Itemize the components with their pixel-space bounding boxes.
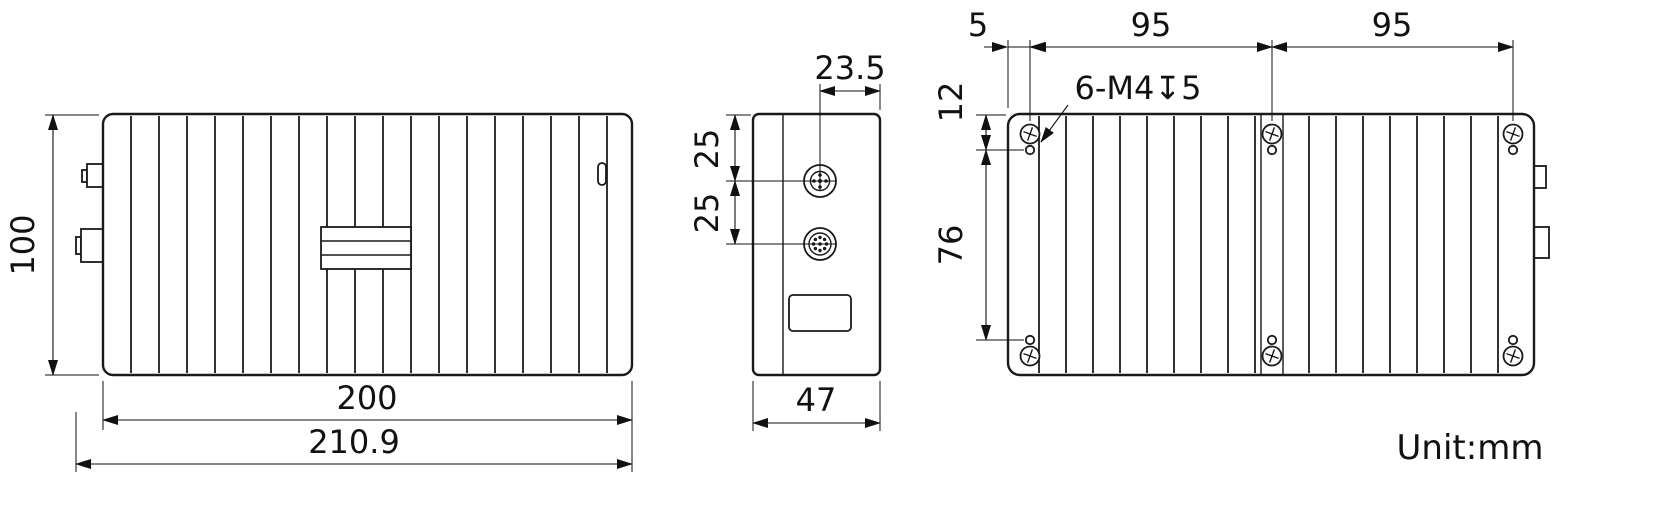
connector-lug-bottom [1533,226,1550,259]
screw-slot [1506,352,1520,360]
dim-back-span-left: 95 [1131,6,1172,44]
mounting-hole [1024,144,1036,156]
screw-slot [1023,130,1037,138]
screw-top-mid [1261,123,1283,145]
mounting-hole [1266,144,1278,156]
mounting-hole [1507,144,1519,156]
screw-slot [1506,130,1520,138]
back-view: 5 95 95 12 76 6-M4↧5 [932,6,1550,377]
mounting-hole [1507,334,1519,346]
screw-bottom-left [1019,345,1041,367]
dim-side-depth: 47 [796,381,837,419]
screw-bottom-right [1502,345,1524,367]
dim-front-height: 100 [4,214,42,275]
screw-slot [1265,130,1279,138]
screw-bottom-mid [1261,345,1283,367]
connector-lug-bottom [80,228,104,263]
screw-slot [1023,352,1037,360]
dim-back-vertical-span: 76 [932,225,970,266]
screw-top-right [1502,123,1524,145]
video-port [788,294,852,332]
dim-side-spacing-bottom: 25 [688,193,726,234]
center-clamp [320,226,412,270]
dim-front-overall-width: 210.9 [308,423,400,461]
leader-line [1040,104,1069,143]
dim-front-width: 200 [336,379,397,417]
side-view: 23.5 25 25 47 [688,49,886,431]
connector-pin [822,246,827,251]
mounting-hole [1266,334,1278,346]
screw-slot [1265,352,1279,360]
dim-back-top-offset: 12 [932,82,970,123]
connector-pin [813,237,818,242]
unit-note: Unit:mm [1397,428,1544,468]
connector-lug-top [86,163,104,188]
front-view: 100 200 210.9 [4,112,634,472]
mounting-hole [1024,334,1036,346]
connector-pin [818,248,822,253]
connector-pin [822,237,827,242]
connector-lug-top [1533,165,1547,189]
screw-top-left [1019,123,1041,145]
dim-back-span-right: 95 [1372,6,1413,44]
thread-callout: 6-M4↧5 [1074,69,1201,107]
dim-back-edge-offset: 5 [968,6,988,44]
dim-side-spacing-top: 25 [688,129,726,170]
connector-pin [813,246,818,251]
connector-pin [818,235,822,240]
led-slot [597,162,607,186]
mounting-rail-face [1261,115,1283,374]
dim-side-offset: 23.5 [814,49,885,87]
